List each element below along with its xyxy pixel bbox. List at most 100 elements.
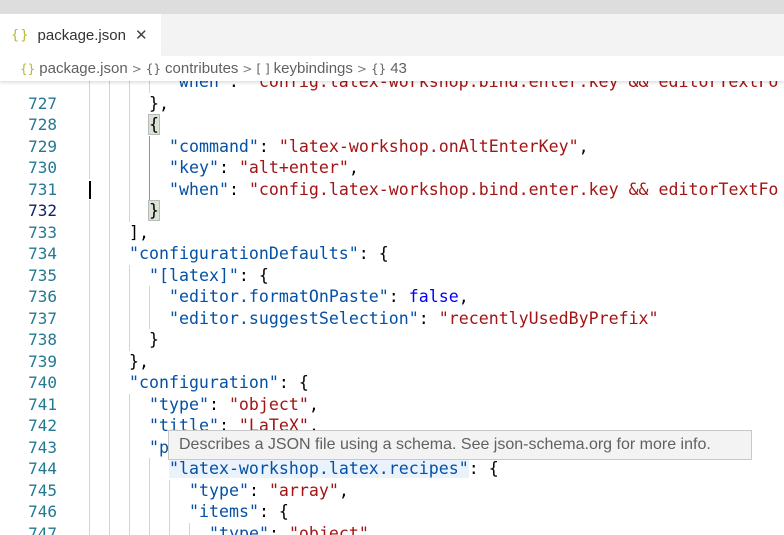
indent-guide	[109, 372, 110, 394]
indent-guide	[89, 479, 90, 501]
code-line[interactable]: 747 "items": {	[0, 501, 784, 535]
chevron-right-icon: >	[131, 61, 142, 76]
indent-guide	[109, 286, 110, 308]
indent-guide	[89, 81, 90, 93]
active-indent-guide	[149, 135, 150, 157]
code-text: "latex-workshop.latex.recipes": {	[169, 459, 499, 478]
indent-guide	[169, 479, 170, 501]
code-text: {	[148, 114, 160, 136]
code-line[interactable]: 746 "type": "array",	[0, 479, 784, 521]
indent-guide	[129, 157, 130, 179]
indent-guide	[109, 329, 110, 351]
bracket-match-close: }	[148, 200, 160, 221]
code-line-active[interactable]: 732 "when": "config.latex-workshop.bind.…	[0, 178, 784, 220]
breadcrumb-item-contributes[interactable]: {} contributes	[146, 60, 239, 77]
code-line[interactable]: 727 "when": "config.latex-workshop.bind.…	[0, 81, 784, 113]
indent-guide	[129, 81, 130, 93]
indent-guide	[89, 286, 90, 308]
indent-guide	[129, 307, 130, 329]
code-line[interactable]: 739 }	[0, 329, 784, 371]
tab-label: package.json	[37, 26, 126, 44]
indent-guide	[129, 458, 130, 480]
code-text: "when": "config.latex-workshop.bind.ente…	[168, 81, 779, 91]
line-number: 738	[28, 330, 57, 349]
line-number: 733	[28, 222, 57, 242]
indent-guide	[89, 200, 90, 222]
code-line[interactable]: 733 }	[0, 200, 784, 242]
object-braces-icon: {}	[370, 61, 387, 76]
breadcrumb-item-43[interactable]: {} 43	[371, 60, 407, 77]
indent-guide	[129, 200, 130, 222]
line-number: 745	[28, 480, 57, 500]
indent-guide	[149, 522, 150, 535]
code-line[interactable]: 728 },	[0, 92, 784, 134]
code-text: "type": "object",	[149, 394, 319, 414]
code-line[interactable]: 741 "configuration": {	[0, 372, 784, 414]
indent-guide	[129, 286, 130, 308]
hovered-property-key[interactable]: "latex-workshop.latex.recipes"	[169, 459, 469, 478]
code-text: "items": {	[189, 502, 289, 521]
code-text: "[latex]": {	[149, 265, 269, 285]
indent-guide	[169, 501, 170, 523]
code-line[interactable]: 735 "configurationDefaults": {	[0, 243, 784, 285]
code-line[interactable]: 740 },	[0, 350, 784, 392]
line-number: 747	[28, 523, 57, 535]
indent-guide	[89, 501, 90, 523]
code-line[interactable]: 736 "[latex]": {	[0, 264, 784, 306]
code-line[interactable]: 734 ],	[0, 221, 784, 263]
indent-guide	[129, 114, 130, 136]
indent-guide	[129, 329, 130, 351]
indent-guide	[129, 92, 130, 114]
indent-guide	[129, 436, 130, 458]
window-top-strip	[0, 0, 784, 14]
indent-guide	[89, 522, 90, 535]
indent-guide	[109, 200, 110, 222]
text-cursor	[89, 180, 91, 199]
code-text: "command": "latex-workshop.onAltEnterKey…	[169, 136, 589, 156]
indent-guide	[149, 286, 150, 308]
indent-guide	[89, 458, 90, 480]
line-number: 746	[28, 502, 57, 521]
indent-guide	[89, 92, 90, 114]
breadcrumb-item-keybindings[interactable]: [ ] keybindings	[256, 60, 352, 77]
indent-guide	[89, 329, 90, 351]
code-line[interactable]: 748 "type": "object",	[0, 522, 784, 535]
indent-guide	[129, 264, 130, 286]
line-number: 729	[28, 136, 57, 156]
code-line[interactable]: 730 "command": "latex-workshop.onAltEnte…	[0, 135, 784, 177]
breadcrumb-item-package-json[interactable]: {} package.json	[20, 60, 128, 77]
indent-guide	[109, 522, 110, 535]
indent-guide	[129, 415, 130, 437]
code-text: "type": "array",	[189, 480, 349, 500]
indent-guide	[189, 522, 190, 535]
line-number: 728	[28, 115, 57, 134]
code-text: "configuration": {	[129, 373, 309, 392]
code-line[interactable]: 737 "editor.formatOnPaste": false,	[0, 286, 784, 328]
indent-guide	[129, 522, 130, 535]
indent-guide	[89, 135, 90, 157]
breadcrumb-label: keybindings	[273, 60, 353, 77]
indent-guide	[109, 501, 110, 523]
code-line[interactable]: 729 {	[0, 114, 784, 156]
code-text: }	[148, 200, 160, 222]
line-number: 742	[28, 416, 57, 435]
indent-guide	[89, 157, 90, 179]
active-indent-guide	[149, 157, 150, 179]
code-line[interactable]: 745 "latex-workshop.latex.recipes": {	[0, 458, 784, 500]
line-number: 744	[28, 459, 57, 478]
code-editor[interactable]: 727 "when": "config.latex-workshop.bind.…	[0, 81, 784, 535]
line-number: 735	[28, 265, 57, 285]
tab-package-json[interactable]: {} package.json ✕	[0, 14, 161, 56]
close-icon[interactable]: ✕	[134, 26, 148, 44]
indent-guide	[89, 243, 90, 265]
hover-tooltip: Describes a JSON file using a schema. Se…	[168, 430, 752, 460]
indent-guide	[89, 264, 90, 286]
indent-guide	[89, 350, 90, 372]
indent-guide	[129, 135, 130, 157]
code-text: },	[149, 93, 169, 113]
code-line[interactable]: 742 "type": "object",	[0, 393, 784, 435]
indent-guide	[89, 114, 90, 136]
code-line[interactable]: 731 "key": "alt+enter",	[0, 157, 784, 199]
code-line[interactable]: 738 "editor.suggestSelection": "recently…	[0, 307, 784, 349]
code-text: "editor.formatOnPaste": false,	[169, 287, 469, 306]
